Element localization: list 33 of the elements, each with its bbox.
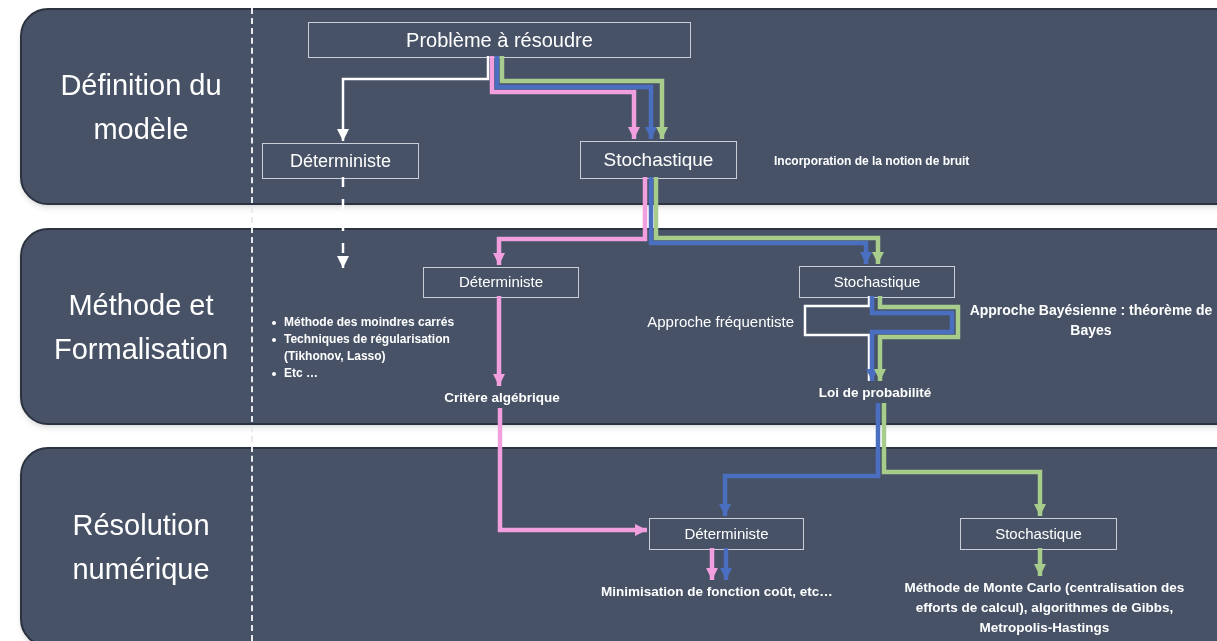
bullet-item: Méthode des moindres carrés: [284, 314, 455, 331]
connector-arrow: [493, 177, 648, 265]
approach-label: Approche Bayésienne : théorème de Bayes: [968, 301, 1214, 340]
result-text: Minimisation de fonction coût, etc…: [592, 582, 842, 602]
process-box: Stochastique: [799, 266, 955, 298]
connector-arrow: [706, 548, 718, 580]
connector-arrow: [337, 177, 349, 268]
process-box: Déterministe: [423, 267, 579, 298]
process-box: Déterministe: [649, 518, 804, 550]
process-box: Stochastique: [960, 518, 1117, 550]
section-title: Méthode et Formalisation: [52, 287, 230, 367]
result-text: Critère algébrique: [422, 388, 582, 410]
bullet-item: Techniques de régularisation (Tikhonov, Lasso): [284, 331, 451, 365]
connector-arrow: [337, 56, 490, 141]
section-band: [20, 447, 1217, 641]
note-text: Incorporation de la notion de bruit: [774, 153, 970, 170]
section-title: Définition du modèle: [59, 67, 223, 147]
bullet-item: Etc …: [284, 365, 318, 382]
connector-arrow: [497, 408, 647, 536]
connector-arrow: [493, 296, 505, 386]
result-text: Loi de probabilité: [797, 383, 953, 405]
connector-arrow: [881, 403, 1046, 516]
process-box: Problème à résoudre: [308, 22, 691, 58]
process-box: Déterministe: [262, 143, 419, 179]
section-band: [20, 228, 1217, 425]
connector-arrow: [1034, 548, 1046, 576]
section-title: Résolution numérique: [71, 508, 211, 587]
result-text: Méthode de Monte Carlo (centralisation des efforts de calcul), algorithmes de Gibbs, Metropolis-Hastings: [897, 578, 1192, 636]
connector-arrow: [720, 548, 732, 580]
connector-arrow: [719, 403, 881, 516]
approach-label: Approche fréquentiste: [646, 312, 794, 332]
section-band: [20, 8, 1217, 205]
process-box: Stochastique: [580, 141, 737, 179]
